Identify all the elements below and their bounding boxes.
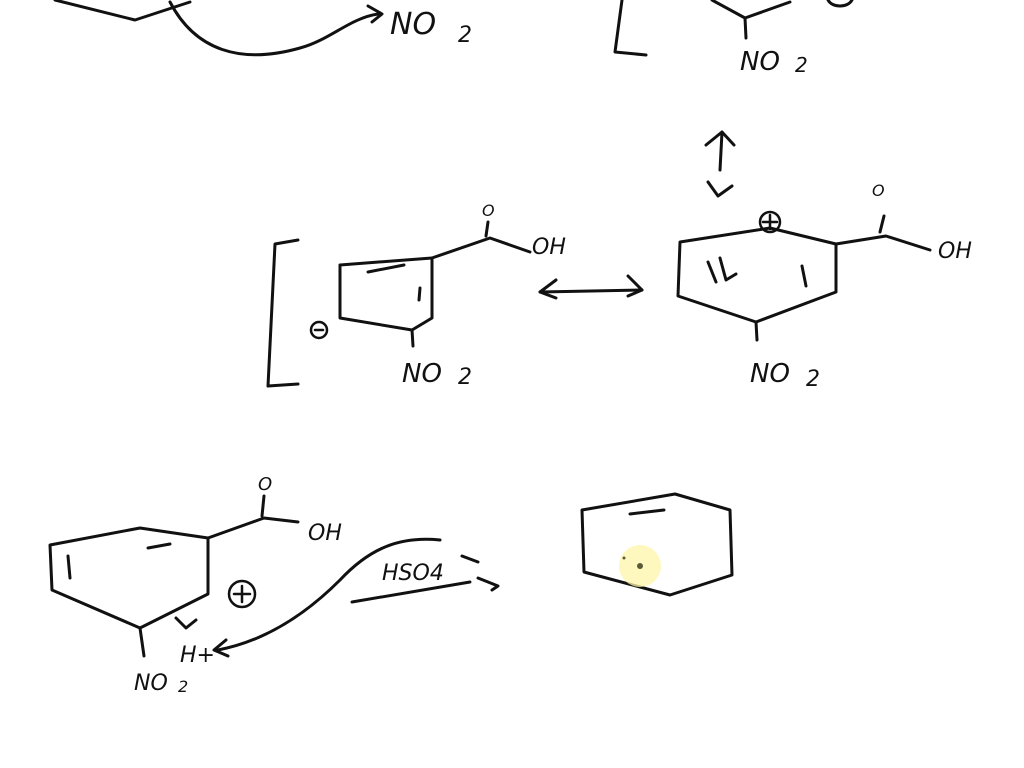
carbonyl-bond bbox=[484, 220, 490, 238]
hexagon-ring bbox=[580, 492, 734, 597]
nitro-subscript-top-right: 2 bbox=[795, 53, 808, 77]
bond-to-nitro-middle-right bbox=[754, 320, 759, 342]
nitro-subscript-bottom: 2 bbox=[178, 677, 188, 696]
resonance-arrow-line bbox=[538, 288, 644, 294]
nitro-subscript-middle-left: 2 bbox=[458, 365, 472, 390]
bond-to-nitro-bottom bbox=[138, 626, 146, 658]
double-bond-left bbox=[706, 256, 738, 284]
double-bond-bottom-left-a bbox=[66, 554, 72, 580]
ring-middle-right bbox=[676, 226, 838, 324]
ring-fragment-bottom bbox=[710, 0, 792, 20]
double-bond-top bbox=[366, 263, 406, 274]
bottom-right-hexagon bbox=[580, 492, 734, 597]
stray-dot bbox=[622, 556, 626, 560]
bracket-open-top bbox=[613, 0, 648, 57]
hydroxyl-bottom: OH bbox=[308, 521, 342, 546]
charge-plus-middle-right bbox=[761, 213, 779, 231]
double-bond-right bbox=[800, 264, 808, 288]
nitro-subscript-top-left: 2 bbox=[458, 23, 472, 48]
nitro-label-middle-right: NO bbox=[750, 359, 790, 389]
charge-plus-bottom-left bbox=[232, 584, 252, 604]
top-right-fragment: NO 2 bbox=[613, 0, 854, 77]
pen-cursor-icon bbox=[637, 563, 643, 569]
resonance-arrow-left-head bbox=[538, 278, 558, 300]
carbonyl-bond-right bbox=[878, 214, 886, 234]
bisulfate-underline bbox=[350, 576, 500, 604]
bisulfate-label: HSO4 bbox=[382, 561, 444, 586]
carboxyl-bond-right bbox=[834, 234, 932, 252]
double-bond-bottom-left-b bbox=[146, 542, 172, 550]
bond-to-nitro-middle-left bbox=[410, 328, 415, 348]
hydroxyl-middle-left: OH bbox=[532, 235, 566, 260]
deprotonation-curved-arrow bbox=[216, 537, 442, 652]
vertical-arrow-lower bbox=[706, 180, 734, 198]
bottom-left-structure: O OH NO 2 H+ HSO4 bbox=[48, 474, 500, 696]
resonance-arrow-right-head bbox=[626, 274, 644, 298]
nitro-label-top-left: NO bbox=[390, 7, 436, 42]
charge-circle-fragment bbox=[826, 0, 854, 8]
bond-to-nitro-top bbox=[743, 16, 748, 40]
hexagon-double-bond bbox=[628, 508, 666, 516]
middle-right-structure: O OH NO 2 bbox=[676, 181, 972, 392]
charge-circle-middle-left bbox=[309, 320, 329, 340]
carbonyl-bond-bottom bbox=[260, 494, 266, 518]
nitro-label-middle-left: NO bbox=[402, 359, 442, 389]
nitro-subscript-middle-right: 2 bbox=[806, 367, 820, 392]
carboxyl-bond-bottom bbox=[206, 516, 300, 540]
vertical-resonance-arrow bbox=[704, 130, 736, 198]
bisulfate-charge bbox=[460, 554, 480, 564]
horizontal-resonance-arrow bbox=[538, 274, 644, 300]
carbonyl-o-middle-right: O bbox=[872, 181, 885, 200]
deprotonation-arrow-head bbox=[212, 638, 230, 658]
carboxyl-bond bbox=[430, 236, 532, 260]
hydroxyl-middle-right: OH bbox=[938, 239, 972, 264]
curved-arrow bbox=[168, 0, 380, 57]
charge-circle-middle-right bbox=[758, 210, 782, 234]
middle-left-structure: O OH NO 2 bbox=[266, 201, 566, 390]
charge-circle-bottom-left bbox=[227, 579, 257, 609]
nitro-label-top-right: NO bbox=[740, 47, 780, 77]
vertical-arrow-upper bbox=[704, 130, 736, 172]
ring-middle-left bbox=[338, 256, 434, 332]
carbonyl-o-bottom: O bbox=[258, 474, 272, 495]
carbonyl-o-middle-left: O bbox=[482, 201, 495, 220]
bracket-open-middle bbox=[266, 238, 300, 388]
proton-label: H+ bbox=[180, 643, 215, 668]
nitro-label-bottom: NO bbox=[134, 671, 168, 696]
arrow-head bbox=[366, 4, 384, 24]
ring-bottom-left bbox=[48, 526, 210, 630]
double-bond-right bbox=[417, 286, 422, 302]
hydrogen-bond-bottom bbox=[174, 616, 198, 630]
top-left-fragment: NO 2 bbox=[53, 0, 472, 57]
